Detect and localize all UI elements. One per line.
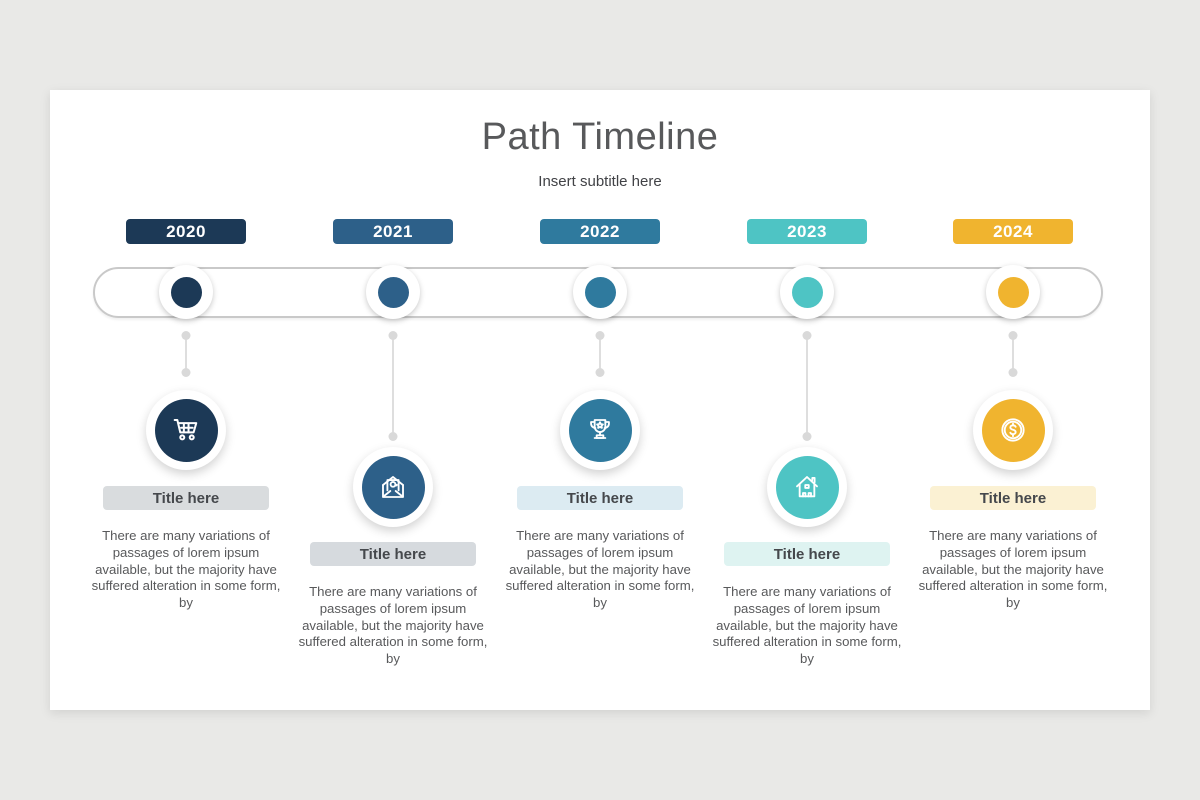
- timeline-node: [573, 265, 627, 319]
- connector-line: [185, 338, 187, 370]
- timeline-node: [780, 265, 834, 319]
- page-title: Path Timeline: [481, 116, 719, 158]
- trophy-icon: [568, 398, 632, 462]
- timeline-column-2020: 2020 Title here There are many variation…: [81, 90, 291, 710]
- connector-line: [599, 338, 601, 370]
- timeline-column-2022: 2022 Title here There are many variation…: [495, 90, 705, 710]
- connector-line: [1012, 338, 1014, 370]
- milestone-body-text: There are many variations of passages of…: [298, 584, 488, 667]
- milestone-title-badge: Title here: [103, 486, 269, 510]
- milestone-title-badge: Title here: [517, 486, 683, 510]
- timeline-node-dot: [170, 276, 202, 308]
- year-badge: 2021: [333, 219, 453, 244]
- dollar-coin-icon: [981, 398, 1045, 462]
- timeline-node: [986, 265, 1040, 319]
- timeline-node: [159, 265, 213, 319]
- milestone-title-badge: Title here: [310, 542, 476, 566]
- milestone-icon-circle: [560, 390, 640, 470]
- connector-line: [806, 338, 808, 434]
- milestone-icon-circle: [767, 447, 847, 527]
- timeline-node-dot: [791, 276, 823, 308]
- timeline-node: [366, 265, 420, 319]
- timeline-column-2023: 2023 Title here There are many variation…: [702, 90, 912, 710]
- timeline-node-dot: [584, 276, 616, 308]
- milestone-body-text: There are many variations of passages of…: [91, 528, 281, 611]
- home-icon: [775, 455, 839, 519]
- timeline-node-dot: [377, 276, 409, 308]
- shopping-cart-icon: [154, 398, 218, 462]
- milestone-icon-circle: [353, 447, 433, 527]
- milestone-icon-circle: [146, 390, 226, 470]
- slide-canvas: Path Timeline Insert subtitle here 2020 …: [50, 90, 1150, 710]
- timeline-node-dot: [997, 276, 1029, 308]
- milestone-icon-circle: [973, 390, 1053, 470]
- milestone-title-badge: Title here: [930, 486, 1096, 510]
- open-mail-icon: [361, 455, 425, 519]
- connector-line: [392, 338, 394, 434]
- year-badge: 2020: [126, 219, 246, 244]
- page-subtitle: Insert subtitle here: [538, 173, 662, 190]
- year-badge: 2022: [540, 219, 660, 244]
- timeline-column-2024: 2024 Title here There are many variation…: [908, 90, 1118, 710]
- milestone-body-text: There are many variations of passages of…: [505, 528, 695, 611]
- year-badge: 2024: [953, 219, 1073, 244]
- milestone-body-text: There are many variations of passages of…: [918, 528, 1108, 611]
- milestone-title-badge: Title here: [724, 542, 890, 566]
- milestone-body-text: There are many variations of passages of…: [712, 584, 902, 667]
- year-badge: 2023: [747, 219, 867, 244]
- timeline-column-2021: 2021 Title here There are many variation…: [288, 90, 498, 710]
